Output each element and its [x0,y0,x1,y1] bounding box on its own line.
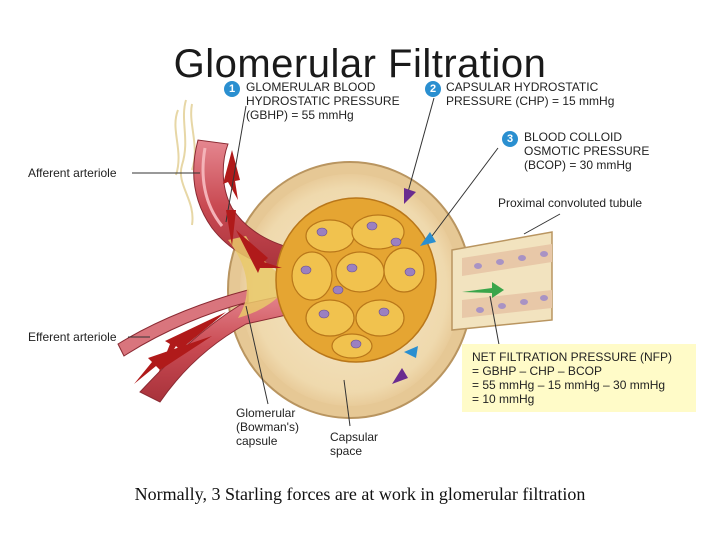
pressure-arrows [225,97,504,384]
force-1-gbhp-label: GLOMERULAR BLOOD HYDROSTATIC PRESSURE (G… [246,80,400,122]
nfp-text: NET FILTRATION PRESSURE (NFP) = GBHP – C… [472,350,673,406]
leader-lines [128,172,561,427]
nfp-box: NET FILTRATION PRESSURE (NFP) = GBHP – C… [462,344,696,412]
force-2-badge: 2 [425,81,441,97]
force-1-badge: 1 [224,81,240,97]
force-2-chp-label: CAPSULAR HYDROSTATIC PRESSURE (CHP) = 15… [446,80,615,108]
force-3-bcop-label: BLOOD COLLOID OSMOTIC PRESSURE (BCOP) = … [524,130,650,172]
force-3-badge: 3 [502,131,518,147]
efferent-arteriole-label: Efferent arteriole [28,330,117,344]
nerve-fibres [174,99,196,226]
proximal-tubule-label: Proximal convoluted tubule [498,196,643,210]
juxtaglomerular-tissue [228,236,290,318]
glomerular-capillaries [275,197,437,363]
bowmans-capsule-label: Glomerular (Bowman's) capsule [236,406,299,448]
capsular-space-label: Capsular space [330,430,379,458]
slide-caption: Normally, 3 Starling forces are at work … [134,484,586,504]
slide-title: Glomerular Filtration [173,42,547,86]
afferent-arteriole-label: Afferent arteriole [28,166,117,180]
blood-flow-arrows [134,150,282,384]
proximal-tubule [451,231,553,331]
